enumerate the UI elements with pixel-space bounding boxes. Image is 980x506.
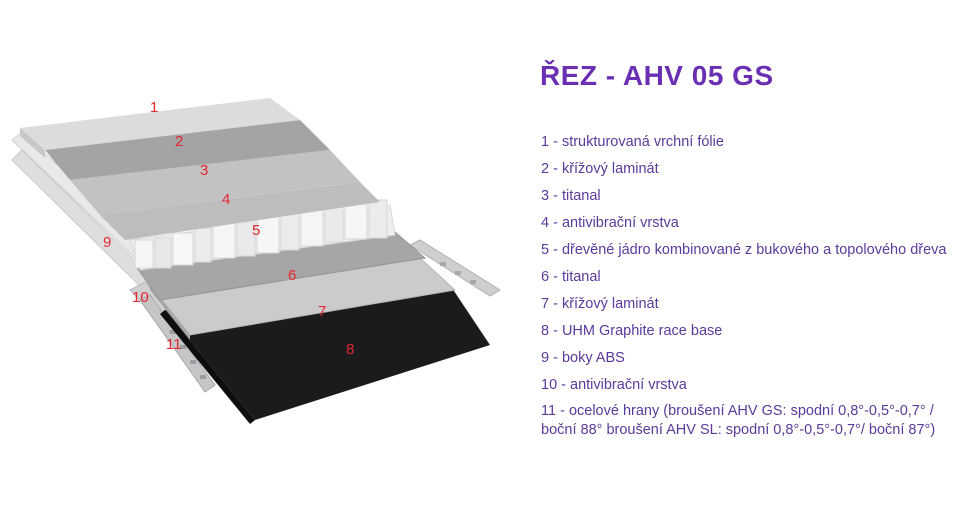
label-9: 9 — [103, 234, 111, 251]
label-11: 11 — [166, 336, 182, 353]
label-5: 5 — [252, 222, 260, 239]
legend-item-7: 7 - křížový laminát — [541, 296, 659, 312]
label-1: 1 — [150, 99, 158, 116]
legend-item-9: 9 - boky ABS — [541, 350, 625, 366]
label-3: 3 — [200, 162, 208, 179]
label-6: 6 — [288, 267, 296, 284]
legend-item-11: 11 - ocelové hrany (broušení AHV GS: spo… — [541, 403, 936, 438]
page-title: ŘEZ - AHV 05 GS — [540, 60, 774, 91]
layer-1-top-foil — [20, 98, 300, 150]
label-7: 7 — [318, 303, 326, 320]
legend-item-4: 4 - antivibrační vrstva — [541, 215, 679, 231]
label-2: 2 — [175, 133, 183, 150]
legend-item-2: 2 - křížový laminát — [541, 161, 659, 177]
legend-item-1: 1 - strukturovaná vrchní fólie — [541, 134, 724, 150]
legend-item-10: 10 - antivibrační vrstva — [541, 377, 687, 393]
steel-edge-right — [408, 239, 501, 297]
steel-edge-left — [139, 294, 216, 393]
layer-3-titanal — [70, 150, 360, 215]
legend-item-6: 6 - titanal — [541, 269, 601, 285]
layer-4-antivibration — [100, 182, 380, 240]
layer-2-laminate — [45, 120, 330, 180]
legend-item-3: 3 - titanal — [541, 188, 601, 204]
layer-5-wood-core — [129, 194, 396, 271]
legend-item-5: 5 - dřevěné jádro kombinované z bukového… — [541, 242, 947, 258]
label-8: 8 — [346, 341, 354, 358]
legend-item-8: 8 - UHM Graphite race base — [541, 323, 723, 339]
layer-legend: 1 - strukturovaná vrchní fólie 2 - křížo… — [541, 133, 971, 448]
ski-cross-section-diagram: 1 2 3 4 5 6 7 8 9 10 11 — [11, 98, 501, 424]
label-4: 4 — [222, 191, 230, 208]
label-10: 10 — [132, 289, 149, 306]
